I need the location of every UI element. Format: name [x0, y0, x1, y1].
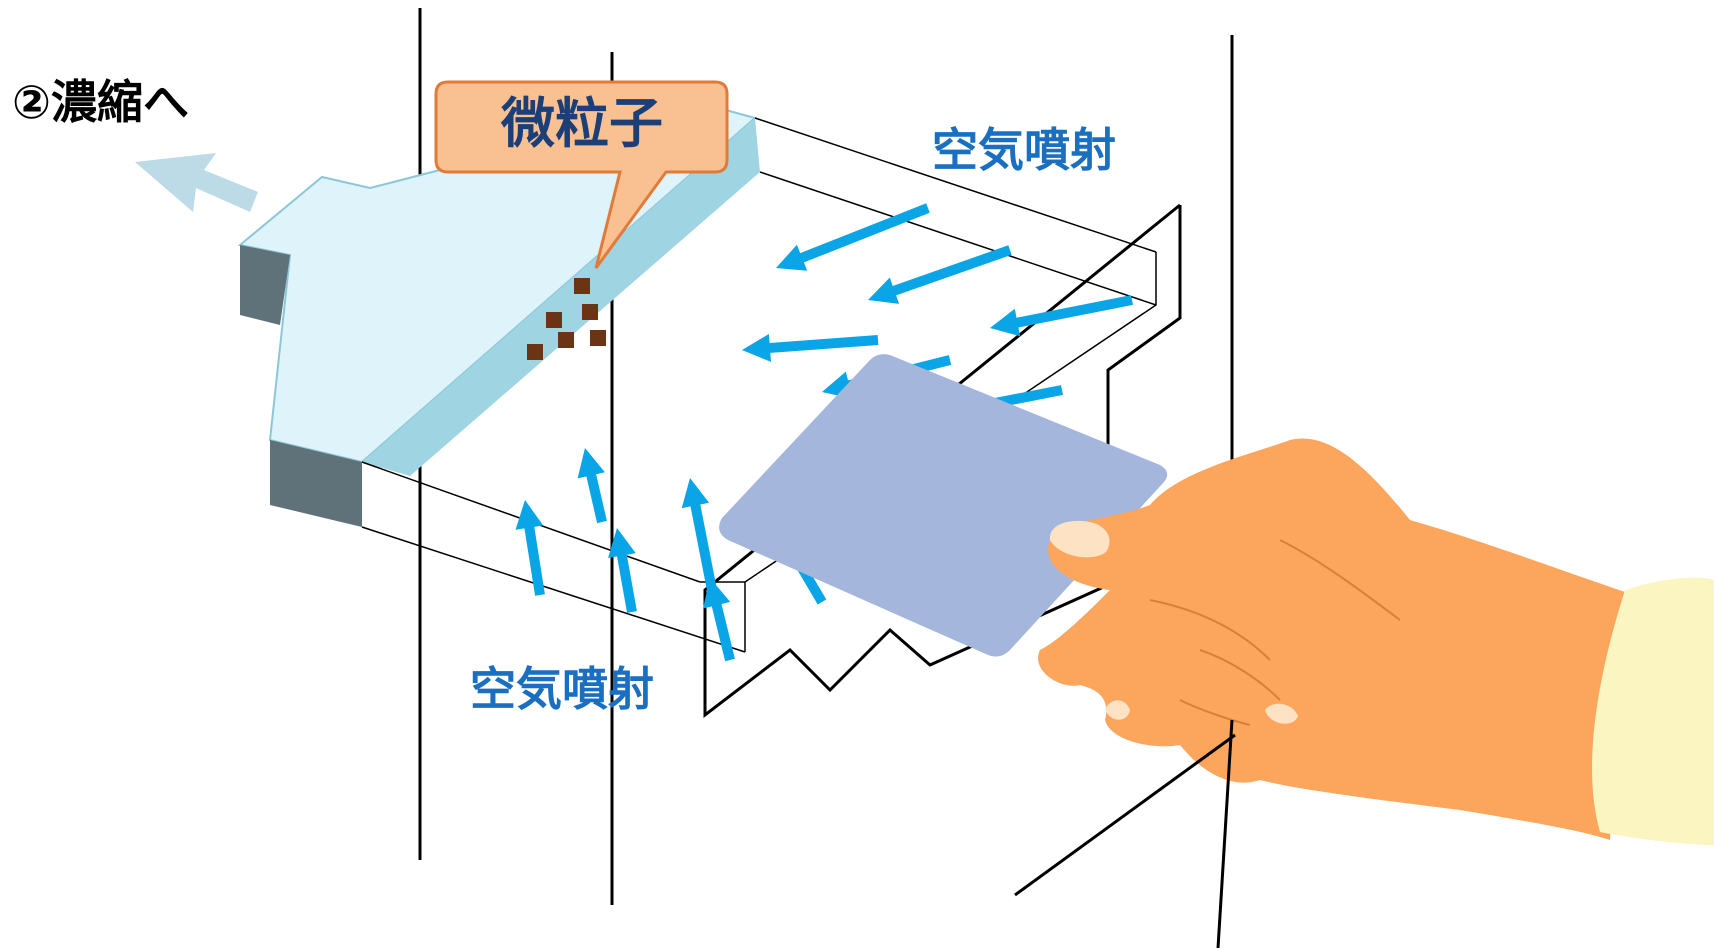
device-dark-face-upper: [240, 245, 290, 325]
channel-outline-back: [754, 117, 1157, 253]
particle: [527, 344, 543, 360]
exit-arrow-shape: [135, 153, 258, 212]
thumb-nail: [1049, 520, 1110, 558]
channel-front-band: [362, 118, 760, 476]
air-jet-arrow-icon: [990, 295, 1133, 337]
air-jet-arrow-icon: [703, 578, 735, 662]
card-shape: [719, 354, 1168, 657]
hand-shape: [1038, 438, 1625, 840]
finger-nail-2: [1265, 703, 1298, 724]
finger-nail-1: [1105, 700, 1130, 720]
air-jet-arrow-icon: [868, 245, 1012, 304]
air-jet-arrow-icon: [742, 334, 879, 362]
particles: [527, 278, 606, 360]
air-jet-arrow-icon: [776, 203, 930, 271]
particle: [582, 304, 598, 320]
channel-outline-front-bottom2: [361, 526, 746, 653]
callout-bubble: [434, 80, 729, 269]
air-jet-arrow-icon: [608, 528, 637, 613]
to-concentration-label: ②濃縮へ: [12, 75, 189, 129]
sleeve-cuff: [1592, 577, 1714, 845]
air-jet-label-top: 空気噴射: [932, 123, 1116, 177]
air-jet-arrow-icon: [577, 448, 607, 524]
channel-outline-mid: [759, 171, 1157, 306]
callout-label: 微粒子: [500, 92, 663, 155]
air-jet-arrow-icon: [515, 500, 545, 596]
particle: [558, 332, 574, 348]
particle: [590, 330, 606, 346]
air-jet-label-bottom: 空気噴射: [470, 662, 654, 716]
exit-arrow-icon: [135, 153, 258, 212]
air-jet-arrow-icon: [681, 478, 717, 591]
particles-callout: 微粒子: [434, 80, 729, 269]
particle: [574, 278, 590, 294]
card-slot-frame: [703, 203, 1182, 719]
hand-creases: [1149, 539, 1401, 726]
particle: [546, 312, 562, 328]
slot-front-lines: [1014, 719, 1236, 948]
card-icon: [719, 354, 1168, 657]
device-dark-face-lower: [270, 440, 362, 527]
hand-icon: [1038, 438, 1714, 845]
